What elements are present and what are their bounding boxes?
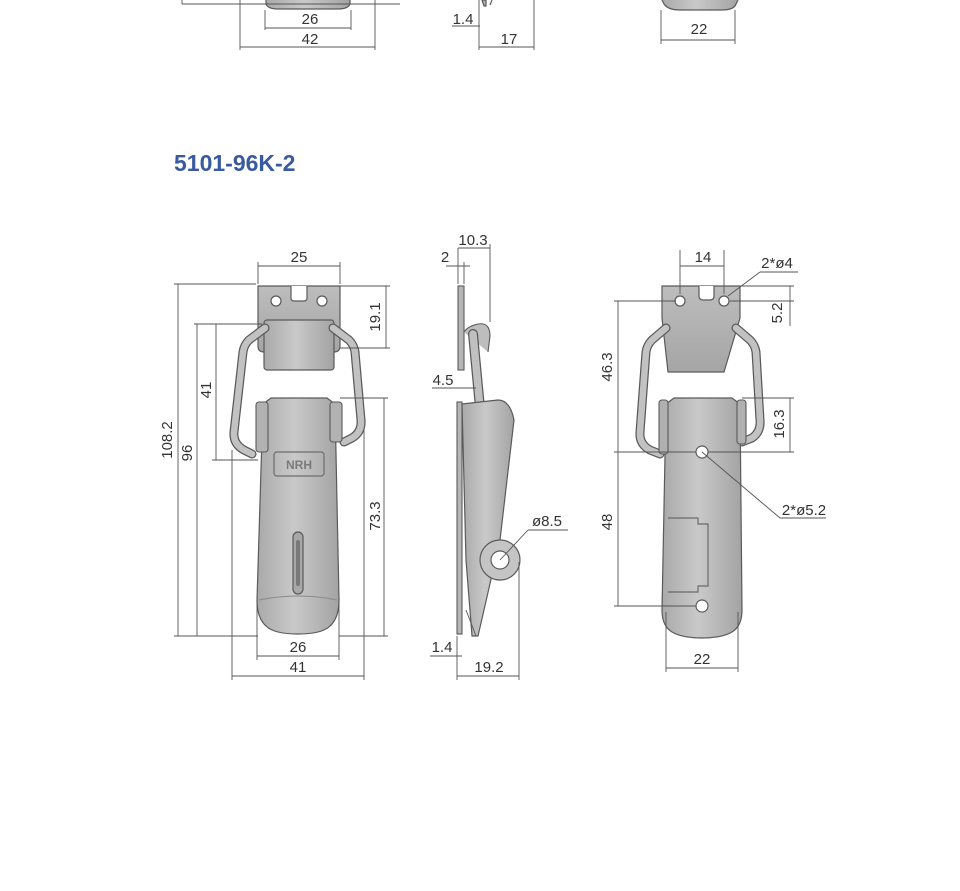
front-logo-text: NRH	[286, 458, 312, 472]
dim-side-plate-thickness-bottom: 1.4	[432, 639, 453, 656]
dim-loop-length: 41	[198, 382, 215, 399]
front-plate-hole-right	[316, 295, 328, 307]
side-top-plate	[457, 285, 465, 371]
back-top-hole-right	[718, 295, 730, 307]
back-plate-notch	[698, 286, 715, 301]
dim-top-plate-height: 19.1	[367, 302, 384, 331]
back-spring-tab	[668, 517, 709, 593]
dim-top-plate-width: 25	[291, 249, 308, 266]
back-view: 14 2*ø4 5.2 46.3 16.3 2*ø5.2 48 22	[599, 249, 826, 672]
dim-bottom-inner-width: 26	[290, 639, 307, 656]
partial-side-view: 1.4 17	[452, 0, 535, 50]
dim-side-plate-thickness-top: 2	[441, 249, 449, 266]
dim-back-hole-spacing-top: 14	[695, 249, 712, 266]
back-hinge-knuckle-left	[658, 399, 669, 455]
front-hasp-body	[256, 397, 340, 635]
top-partial-views: 26 42 1.4 17 22	[181, 0, 739, 50]
partial-side-thickness: 1.4	[453, 11, 474, 28]
partial-front-outer-width: 42	[302, 31, 319, 48]
dim-side-top-depth: 10.3	[458, 232, 487, 249]
dim-side-wire-diameter: 4.5	[433, 372, 454, 389]
back-hasp-body	[661, 397, 743, 639]
dim-bottom-outer-width: 41	[290, 659, 307, 676]
back-hole-lower	[695, 599, 709, 613]
front-hinge-barrel	[263, 319, 335, 371]
front-plate-notch	[290, 286, 308, 302]
dim-hasp-length: 73.3	[367, 501, 384, 530]
front-hinge-knuckle-right	[329, 401, 343, 443]
partial-back-view: 22	[660, 0, 739, 44]
dim-back-top-length: 46.3	[599, 352, 616, 381]
front-view: NRH 25 19.1 108.2 96 41 73.3 26 41	[159, 249, 390, 680]
front-hinge-knuckle-left	[255, 401, 269, 453]
dim-side-ring-diameter: ø8.5	[532, 513, 562, 530]
dim-back-top-holes: 2*ø4	[761, 255, 793, 272]
partial-side-depth: 17	[501, 31, 518, 48]
dim-side-bottom-depth: 19.2	[474, 659, 503, 676]
back-top-hole-left	[674, 295, 686, 307]
dim-back-bottom-width: 22	[694, 651, 711, 668]
front-logo-plate	[273, 451, 325, 477]
dim-closed-length: 96	[179, 445, 196, 462]
side-view: 10.3 2 4.5 ø8.5 1.4 19.2	[430, 232, 568, 680]
dim-back-hinge-offset: 16.3	[771, 409, 788, 438]
partial-back-width: 22	[691, 21, 708, 38]
dim-back-hole-spacing-bottom: 48	[599, 514, 616, 531]
partial-front-view: 26 42	[181, 0, 400, 50]
model-title: 5101-96K-2	[174, 150, 295, 176]
dim-back-holes-bottom: 2*ø5.2	[782, 502, 826, 519]
side-hasp-body	[461, 399, 515, 637]
side-base-plate	[456, 401, 463, 635]
back-hinge-knuckle-right	[736, 399, 747, 445]
partial-front-inner-width: 26	[302, 11, 319, 28]
dim-back-top-offset: 5.2	[769, 303, 786, 324]
front-plate-hole-left	[270, 295, 282, 307]
dim-overall-length: 108.2	[159, 421, 176, 459]
